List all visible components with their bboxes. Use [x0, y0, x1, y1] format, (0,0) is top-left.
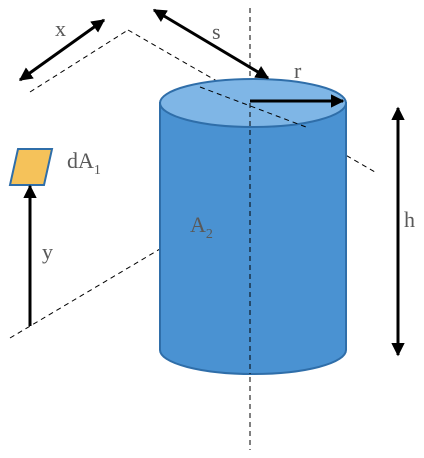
arrow-s [152, 8, 270, 80]
cylinder-top-diagonal-dashed [199, 86, 307, 128]
label-a2: A2 [190, 212, 213, 242]
label-a2-subscript: 2 [206, 227, 213, 242]
dimension-arrows [18, 8, 405, 357]
arrow-x [18, 18, 106, 82]
label-x: x [55, 16, 66, 41]
surface-element-da1 [8, 148, 54, 186]
label-a2-main: A [190, 212, 206, 237]
label-h: h [404, 207, 415, 232]
label-r: r [294, 58, 302, 83]
cylinder-body [159, 102, 347, 375]
cylinder-a2 [159, 78, 347, 375]
label-y: y [42, 239, 53, 264]
label-da1-main: dA [67, 148, 94, 173]
label-s: s [212, 19, 221, 44]
label-da1: dA1 [67, 148, 101, 178]
cylinder-top-face [159, 78, 347, 128]
label-da1-subscript: 1 [94, 163, 101, 178]
